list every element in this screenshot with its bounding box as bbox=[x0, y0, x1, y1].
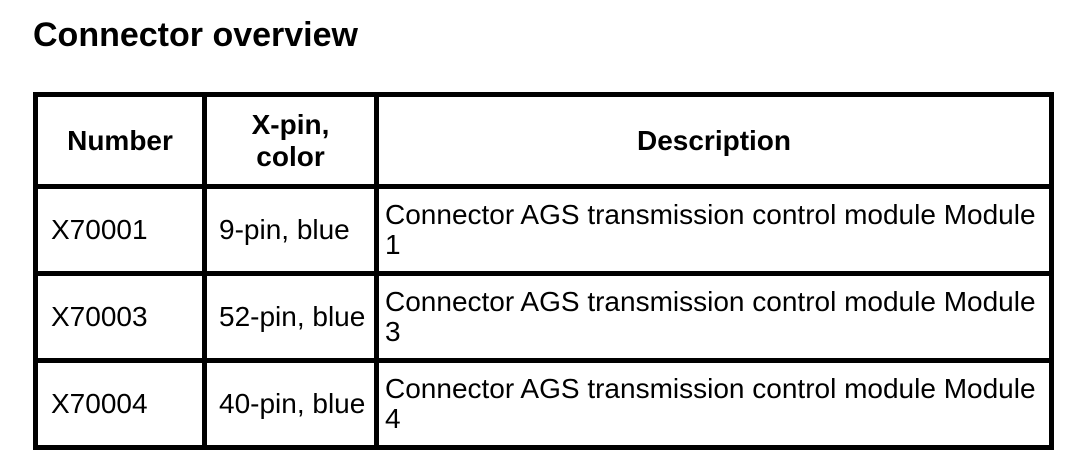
cell-number: X70004 bbox=[33, 358, 207, 450]
table-row: X70003 52-pin, blue Connector AGS transm… bbox=[33, 271, 1054, 363]
table-row: X70001 9-pin, blue Connector AGS transmi… bbox=[33, 184, 1054, 276]
table-body: X70001 9-pin, blue Connector AGS transmi… bbox=[33, 184, 1054, 450]
document-page: Connector overview Number X-pin, color D… bbox=[33, 16, 1054, 450]
cell-pin-color: 9-pin, blue bbox=[202, 184, 379, 276]
cell-number: X70001 bbox=[33, 184, 207, 276]
cell-pin-color: 52-pin, blue bbox=[202, 271, 379, 363]
cell-description: Connector AGS transmission control modul… bbox=[374, 271, 1054, 363]
cell-description: Connector AGS transmission control modul… bbox=[374, 358, 1054, 450]
table-header: Number X-pin, color Description bbox=[33, 92, 1054, 189]
table-row: X70004 40-pin, blue Connector AGS transm… bbox=[33, 358, 1054, 450]
header-description: Description bbox=[374, 92, 1054, 189]
cell-number: X70003 bbox=[33, 271, 207, 363]
header-xpin-color: X-pin, color bbox=[202, 92, 379, 189]
table-header-row: Number X-pin, color Description bbox=[33, 92, 1054, 189]
cell-description: Connector AGS transmission control modul… bbox=[374, 184, 1054, 276]
connector-overview-table: Number X-pin, color Description X70001 9… bbox=[33, 92, 1054, 450]
cell-pin-color: 40-pin, blue bbox=[202, 358, 379, 450]
header-number: Number bbox=[33, 92, 207, 189]
page-title: Connector overview bbox=[33, 16, 358, 54]
